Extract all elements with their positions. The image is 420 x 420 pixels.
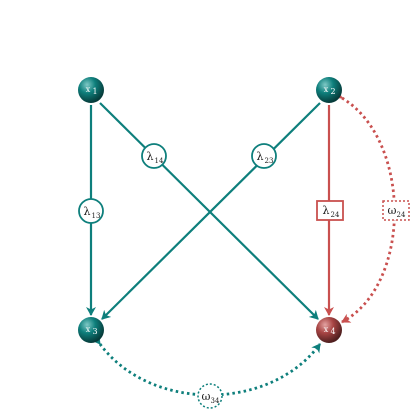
svg-text:λ: λ	[147, 150, 154, 163]
label-lambda-23: λ 23	[251, 143, 277, 169]
edge-x1-x4	[99, 102, 319, 320]
svg-text:ω: ω	[388, 204, 397, 217]
svg-text:23: 23	[265, 157, 274, 165]
svg-text:x: x	[86, 85, 91, 94]
label-lambda-13: λ 13	[78, 198, 104, 224]
svg-text:λ: λ	[323, 204, 330, 217]
svg-text:λ: λ	[84, 205, 91, 218]
label-omega-34: ω 34	[197, 383, 223, 409]
node-x3: x 3	[78, 317, 104, 343]
svg-text:24: 24	[331, 211, 340, 219]
svg-text:34: 34	[211, 397, 220, 405]
svg-text:x: x	[86, 325, 91, 334]
label-omega-24: ω 24	[382, 200, 410, 221]
svg-text:13: 13	[92, 212, 101, 220]
svg-text:1: 1	[92, 87, 97, 96]
label-lambda-14: λ 14	[141, 143, 167, 169]
svg-text:24: 24	[397, 211, 406, 219]
edge-x2-x3	[101, 102, 321, 320]
svg-text:3: 3	[92, 327, 97, 336]
svg-text:x: x	[324, 85, 329, 94]
svg-text:2: 2	[330, 87, 335, 96]
node-x4: x 4	[316, 317, 342, 343]
svg-text:x: x	[324, 325, 329, 334]
label-lambda-24: λ 24	[316, 200, 344, 221]
node-x2: x 2	[316, 77, 342, 103]
svg-text:4: 4	[330, 327, 335, 336]
svg-text:14: 14	[155, 157, 164, 165]
svg-text:ω: ω	[202, 390, 211, 403]
node-x1: x 1	[78, 77, 104, 103]
svg-text:λ: λ	[257, 150, 264, 163]
